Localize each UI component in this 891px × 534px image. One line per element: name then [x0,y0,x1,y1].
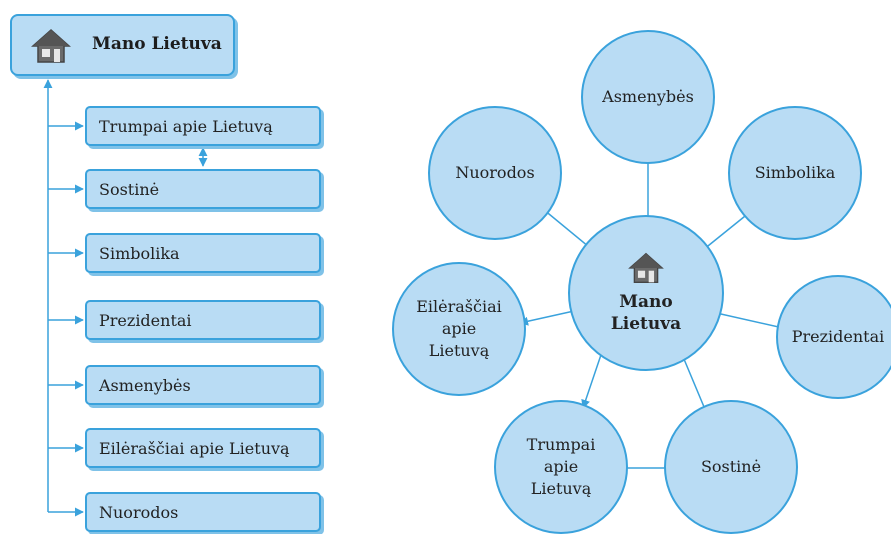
node-label: Simbolika [754,163,836,182]
house-icon [31,28,71,63]
list-item[interactable]: Asmenybės [85,365,321,405]
mindmap-node-nuorodos[interactable]: Nuorodos [428,106,562,240]
item-label: Nuorodos [99,503,179,522]
mindmap-center-node[interactable]: Mano Lietuva [568,215,724,371]
node-label-line2: apie [543,457,579,476]
node-label-line1: Eilėraščiai [416,297,502,316]
node-label: Nuorodos [455,163,535,182]
list-item[interactable]: Simbolika [85,233,321,273]
mindmap-node-eilerasciai[interactable]: Eilėraščiai apie Lietuvą [392,262,526,396]
center-label-line2: Lietuva [610,314,682,334]
node-label: Asmenybės [602,87,694,106]
mindmap-node-trumpai[interactable]: Trumpai apie Lietuvą [494,400,628,534]
item-label: Trumpai apie Lietuvą [99,117,273,136]
node-label: Prezidentai [791,327,885,346]
mindmap-node-simbolika[interactable]: Simbolika [728,106,862,240]
item-label: Prezidentai [99,311,192,330]
house-icon [628,252,664,283]
root-label: Mano Lietuva [92,34,222,54]
item-label: Asmenybės [99,376,191,395]
center-label-line1: Mano [619,292,673,312]
node-label-line1: Trumpai [526,435,596,454]
list-item[interactable]: Trumpai apie Lietuvą [85,106,321,146]
list-item[interactable]: Eilėraščiai apie Lietuvą [85,428,321,468]
list-item[interactable]: Nuorodos [85,492,321,532]
root-node[interactable]: Mano Lietuva [10,14,235,76]
list-item[interactable]: Prezidentai [85,300,321,340]
mindmap-node-prezidentai[interactable]: Prezidentai [776,275,891,399]
item-label: Sostinė [99,180,160,199]
mindmap-node-asmenybes[interactable]: Asmenybės [581,30,715,164]
item-label: Simbolika [99,244,180,263]
node-label-line3: Lietuvą [530,479,592,498]
list-item[interactable]: Sostinė [85,169,321,209]
mindmap-node-sostine[interactable]: Sostinė [664,400,798,534]
node-label: Sostinė [700,457,762,476]
node-label-line2: apie [441,319,477,338]
item-label: Eilėraščiai apie Lietuvą [99,439,290,458]
node-label-line3: Lietuvą [428,341,490,360]
